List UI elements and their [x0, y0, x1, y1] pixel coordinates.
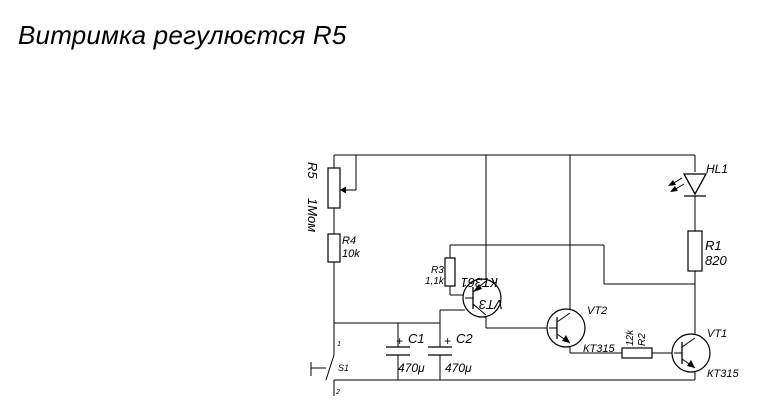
r2-resistor: 12k R2 [621, 329, 653, 359]
r1-resistor: R1 820 [687, 230, 727, 272]
r2-label: R2 [637, 333, 648, 346]
vt3-transistor: КТ361 VT3 [461, 275, 503, 318]
hl1-led: HL1 [668, 162, 728, 197]
r3-resistor: R3 1,1k [425, 257, 456, 287]
c1-label: C1 [408, 331, 425, 346]
hl1-label: HL1 [706, 162, 728, 176]
c1-capacitor: + C1 470μ [386, 331, 425, 375]
s1-pin2: 2 [335, 389, 340, 396]
vt3-type: КТ361 [461, 275, 498, 290]
c2-plus: + [444, 334, 451, 348]
vt3-label: VT3 [478, 297, 503, 312]
r1-label: R1 [705, 238, 722, 253]
c2-capacitor: + C2 470μ [428, 331, 473, 375]
diagram-title: Витримка регулюєтся R5 [18, 20, 347, 50]
s1-label: S1 [338, 363, 349, 373]
c1-plus: + [396, 334, 403, 348]
r4-value: 10k [342, 248, 360, 260]
s1-switch: 1 S1 2 [310, 341, 349, 396]
c1-value: 470μ [398, 361, 425, 375]
vt1-type: КТ315 [707, 368, 739, 380]
r2-value: 12k [625, 329, 636, 346]
r3-label: R3 [431, 265, 444, 276]
r5-value: 1Мом [305, 198, 320, 232]
r4-resistor: R4 10k [327, 233, 360, 263]
wires [333, 154, 696, 396]
vt1-transistor: VT1 КТ315 [671, 328, 739, 380]
r1-value: 820 [705, 253, 727, 268]
r3-value: 1,1k [425, 276, 445, 287]
vt2-transistor: VT2 КТ315 [546, 305, 615, 355]
r4-label: R4 [342, 235, 356, 247]
r5-potentiometer: R5 1Мом [305, 162, 356, 232]
vt2-label: VT2 [587, 305, 607, 317]
s1-pin1: 1 [337, 341, 341, 348]
r5-label: R5 [305, 162, 320, 179]
c2-value: 470μ [445, 361, 472, 375]
vt2-type: КТ315 [583, 343, 615, 355]
c2-label: C2 [456, 331, 473, 346]
vt1-label: VT1 [707, 328, 727, 340]
